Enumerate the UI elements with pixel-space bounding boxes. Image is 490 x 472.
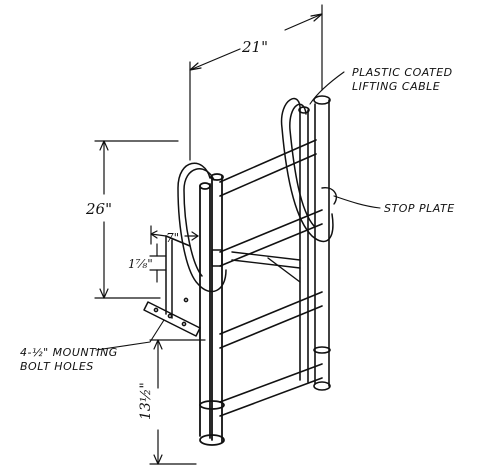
- width-arrow-right: [310, 13, 323, 22]
- brace-bottom-edge: [231, 259, 301, 269]
- bolt-holes-leader: [95, 319, 165, 351]
- back-right-rail-cap: [313, 95, 331, 105]
- cross-brace: [231, 251, 301, 283]
- offset-arrow-left: [150, 230, 158, 239]
- width-dim-line-right: [284, 13, 323, 31]
- bolt-hole-3: [183, 297, 189, 303]
- lower-extension-label: 13½": [138, 382, 154, 420]
- width-arrow-left: [189, 62, 202, 71]
- leader-lines: [95, 71, 381, 351]
- back-right-rail-foot: [313, 381, 331, 391]
- bracket-offset-label: 7": [166, 231, 179, 245]
- height-dimension-label: 26": [85, 200, 112, 218]
- mounting-bracket: [143, 235, 201, 337]
- bracket-top-edge: [165, 235, 191, 247]
- rung-4: [219, 363, 323, 417]
- bolt-hole-1: [153, 307, 159, 313]
- offset-dim-line-left: [150, 233, 167, 237]
- back-lifting-cable: [280, 98, 334, 243]
- lower-arrow-top: [153, 339, 163, 350]
- cable-label-line1: PLASTIC COATED: [352, 66, 453, 79]
- bracket-height-label: 1⅞": [128, 257, 153, 271]
- rung-2: [219, 209, 323, 267]
- text-labels: PLASTIC COATED LIFTING CABLE STOP PLATE …: [20, 38, 455, 420]
- bolt-hole-4: [181, 321, 187, 327]
- height-arrow-bottom: [99, 288, 109, 299]
- lower-arrow-bottom: [153, 454, 163, 465]
- ladder-front-rails: [199, 173, 225, 446]
- stop-plate-front: [211, 249, 223, 267]
- front-rail-band: [199, 400, 225, 410]
- front-left-rail-cap: [199, 182, 211, 190]
- rung-3: [219, 291, 323, 349]
- bolt-holes-label-line2: BOLT HOLES: [20, 360, 94, 373]
- front-right-rail-cap: [210, 173, 224, 181]
- front-lifting-cable-inner: [183, 168, 215, 277]
- cable-leader: [309, 71, 345, 105]
- offset-arrow-right: [191, 231, 199, 241]
- width-dimension-label: 21": [241, 38, 268, 56]
- stop-plate-leader: [333, 195, 381, 209]
- ladder-rungs: [219, 139, 323, 417]
- back-right-rail-band: [313, 346, 331, 354]
- front-rail-foot: [199, 434, 225, 446]
- stop-plate-back: [321, 187, 338, 205]
- stop-plate-label: STOP PLATE: [384, 202, 455, 215]
- cable-label-line2: LIFTING CABLE: [352, 80, 440, 93]
- height-arrow-top: [99, 140, 109, 151]
- bolt-hole-2: [167, 313, 173, 319]
- bracket-base-plate: [143, 301, 201, 337]
- width-dim-line-left: [189, 48, 241, 71]
- back-lifting-cable-inner: [289, 103, 315, 227]
- dimension-lines: [94, 4, 323, 465]
- stop-plate: [211, 187, 338, 267]
- rung-1: [219, 139, 317, 197]
- brace-top-edge: [231, 251, 301, 261]
- brace-diagonal: [267, 257, 301, 283]
- ladder-back-rails: [298, 95, 331, 391]
- bolt-holes-label-line1: 4-½" MOUNTING: [20, 346, 118, 359]
